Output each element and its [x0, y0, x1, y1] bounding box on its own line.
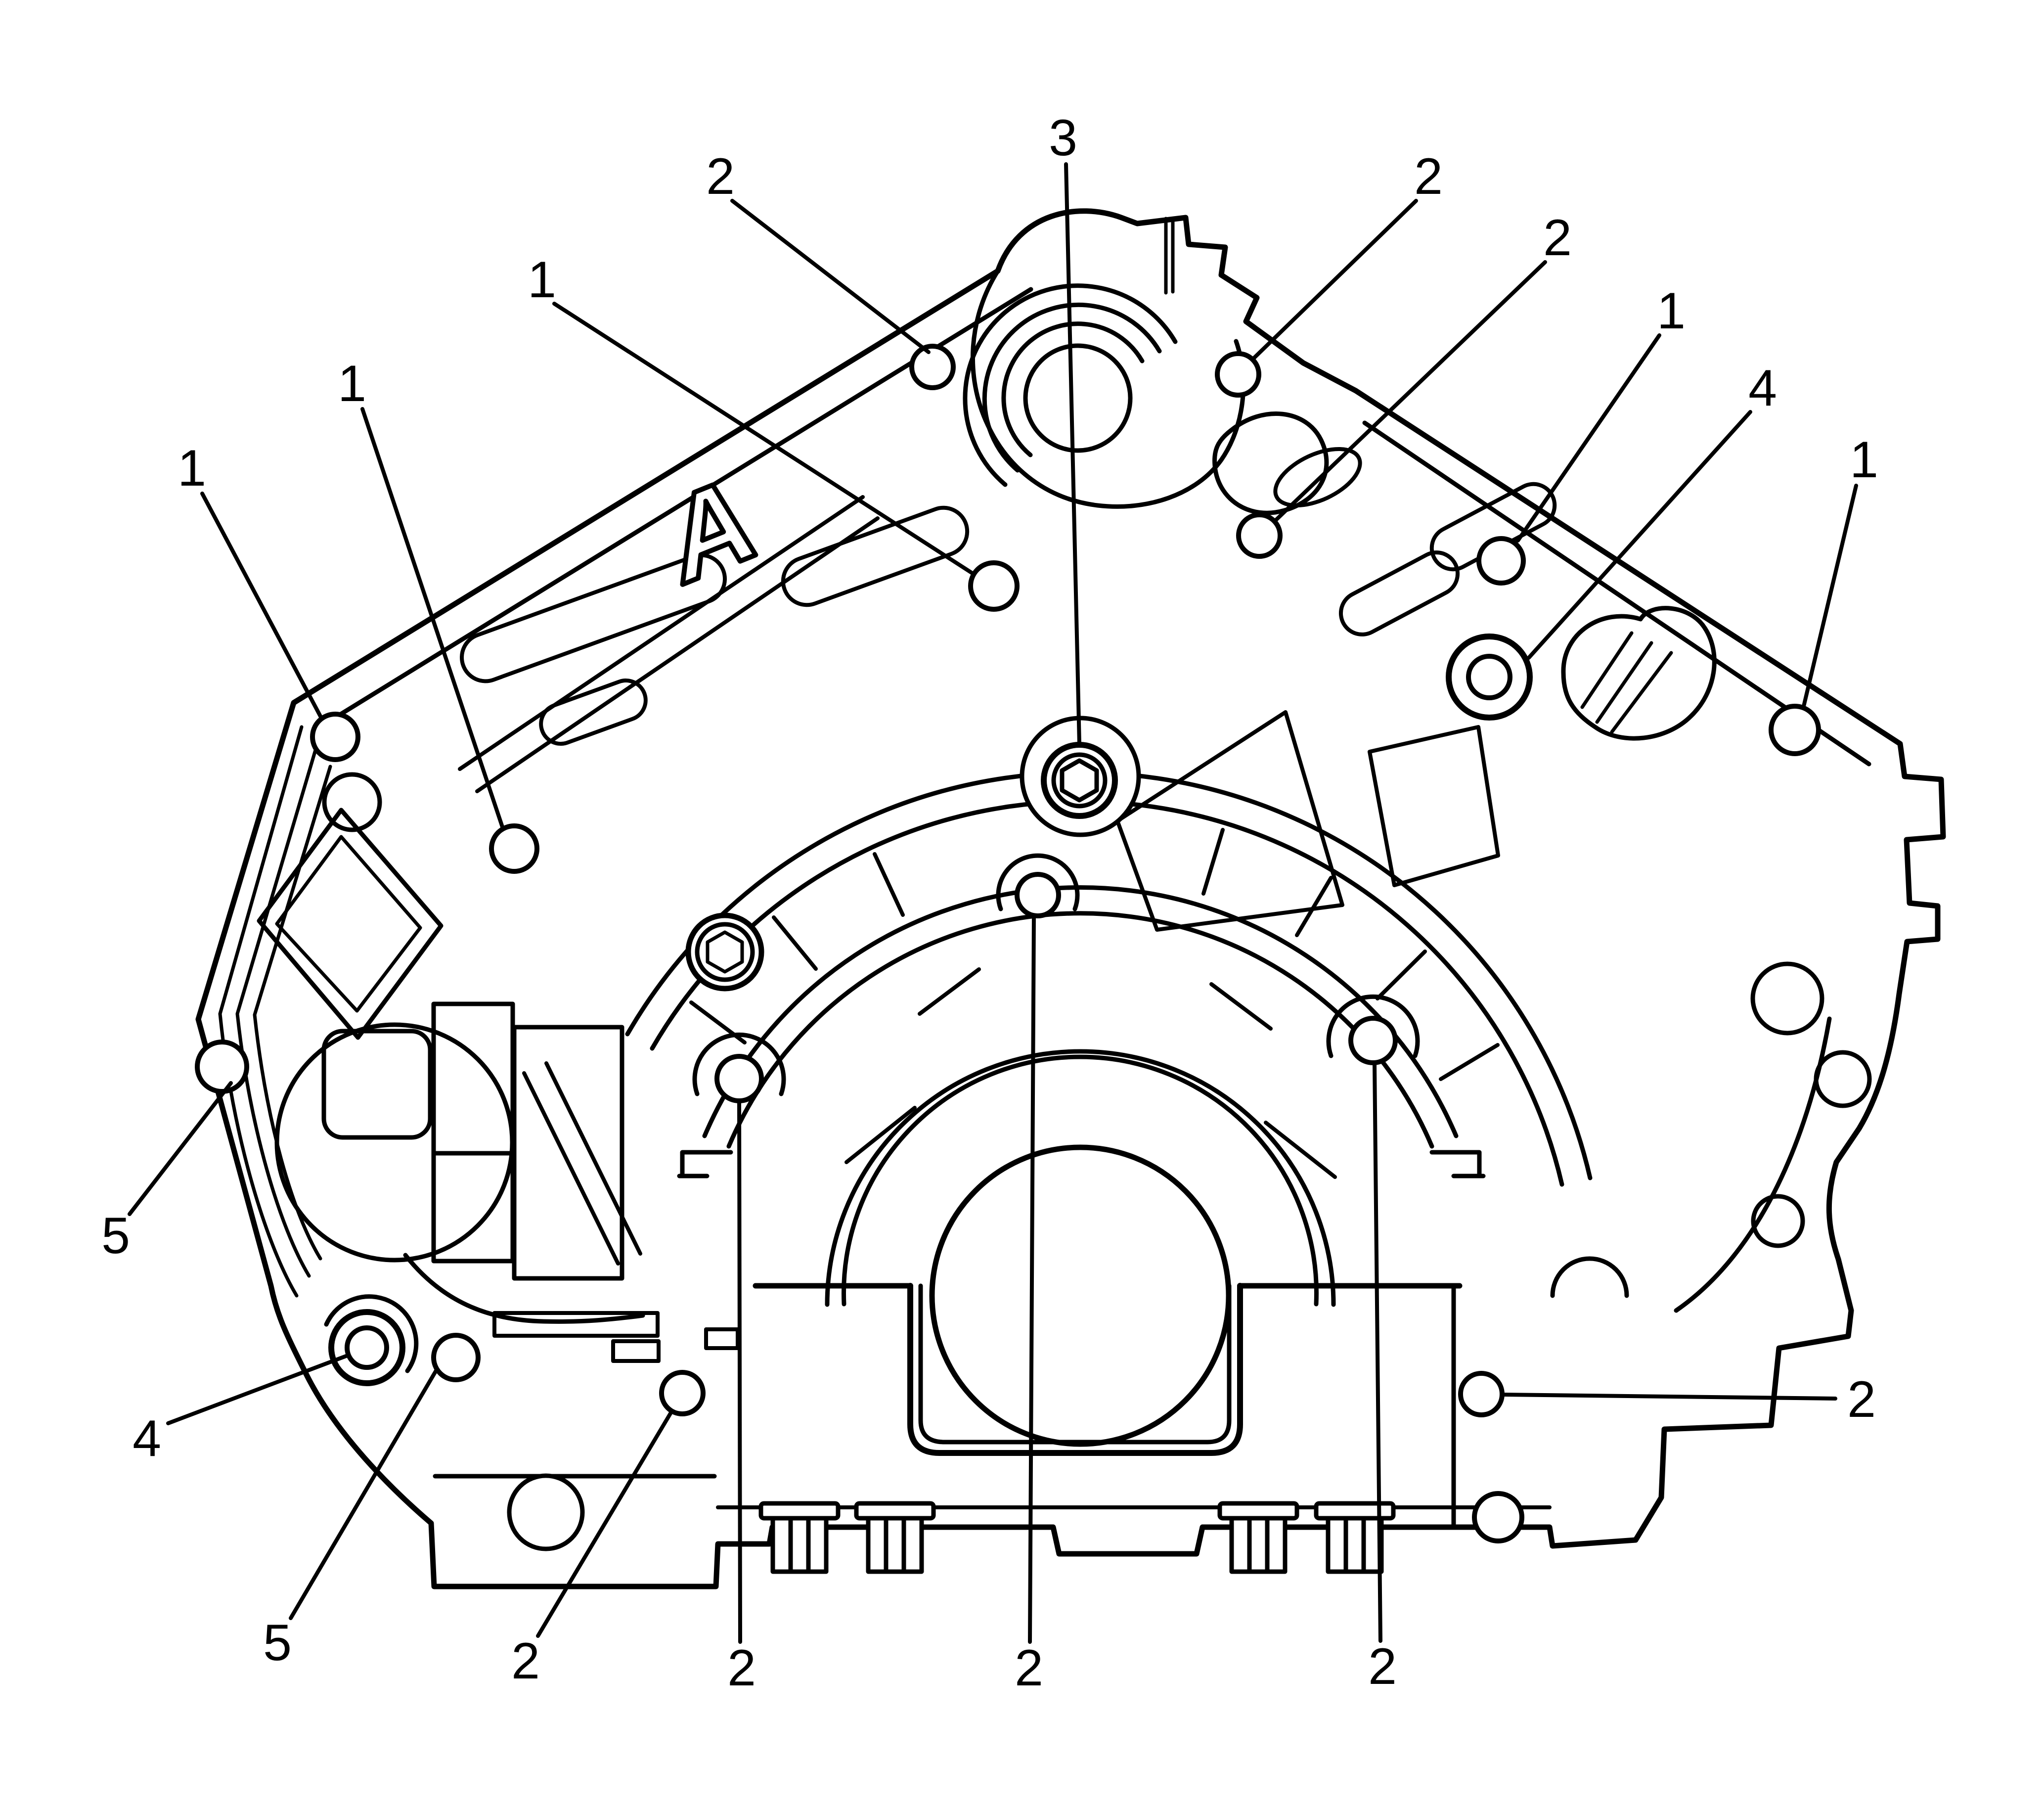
hex-bolt	[1314, 1501, 1396, 1574]
callout-label-17: 2	[1847, 1371, 1876, 1428]
right-pear-boss	[1561, 606, 1717, 741]
bolt-hole	[1348, 1016, 1398, 1065]
callout-label-4: 1	[528, 251, 556, 309]
callout-leader-3	[1274, 260, 1547, 522]
hex-boss	[685, 912, 764, 992]
callout-leader-11	[166, 1354, 348, 1425]
lower-left-flange	[274, 1001, 740, 1363]
callout-leader-5	[1516, 333, 1661, 543]
callout-leader-2	[1250, 199, 1418, 362]
bolt-hex-socket	[1060, 758, 1099, 803]
dome-side-boss	[1212, 411, 1329, 515]
hex-bolt	[758, 1501, 841, 1574]
callout-label-1: 3	[1049, 109, 1077, 167]
callout-label-0: 2	[706, 148, 735, 205]
callout-label-6: 4	[1748, 360, 1777, 417]
bolt-hole	[968, 560, 1020, 612]
bearing-cap-inner	[918, 1283, 1232, 1445]
callout-leader-8	[360, 407, 504, 829]
bolt-hole	[909, 344, 956, 390]
callout-leader-7	[1802, 484, 1858, 708]
bolt-holes	[195, 344, 1821, 1543]
callout-layer: 2 3 2 2 1 1 4 1 1 1 5 4 5 2 2 2 2 2	[101, 109, 1878, 1697]
bolt-hole	[1458, 1371, 1505, 1417]
callout-label-16: 2	[1368, 1638, 1397, 1695]
callout-label-11: 4	[133, 1410, 161, 1467]
dowel-ring-right	[1446, 634, 1533, 721]
bolt-hole	[714, 1054, 764, 1103]
callout-leader-0	[730, 199, 931, 354]
panel-quad-right	[1368, 725, 1500, 887]
callout-label-12: 5	[263, 1614, 292, 1672]
callout-label-7: 1	[1850, 431, 1878, 489]
callout-label-5: 1	[1657, 282, 1686, 340]
callout-leader-15	[1028, 914, 1036, 1644]
top-dome	[963, 217, 1329, 515]
bolt-hole	[489, 823, 539, 874]
bolt-hole	[1236, 512, 1283, 559]
webbing	[458, 447, 1557, 932]
callout-leader-13	[536, 1409, 674, 1638]
panel-quad-left	[1115, 710, 1344, 932]
bolt-hole	[1476, 536, 1526, 586]
callout-label-14: 2	[727, 1639, 756, 1697]
pan-bolts	[758, 1501, 1396, 1574]
callout-label-10: 5	[101, 1207, 130, 1265]
callout-leader-17	[1501, 1393, 1837, 1401]
callout-leader-12	[289, 1367, 439, 1620]
crank-bore-and-cap	[716, 1144, 1552, 1509]
bolt-hole	[659, 1370, 706, 1416]
callout-leader-10	[128, 1081, 233, 1216]
callout-leader-14	[737, 1099, 742, 1644]
callout-label-8: 1	[338, 355, 366, 412]
bolt-hole	[195, 1040, 249, 1094]
bolt-hole	[1472, 1491, 1524, 1543]
callout-label-13: 2	[511, 1632, 540, 1690]
bolt-hole	[431, 1333, 481, 1382]
callout-leader-9	[200, 492, 323, 720]
callout-label-3: 2	[1543, 209, 1572, 267]
bolt-hole	[310, 712, 360, 762]
hex-bolt	[854, 1501, 936, 1574]
bell-housing-arcs	[625, 770, 1593, 1307]
dowel-rings	[324, 634, 1533, 1386]
bolt-hole	[1769, 704, 1821, 756]
callout-label-2: 2	[1414, 148, 1443, 205]
callout-label-9: 1	[178, 440, 206, 497]
callout-leader-6	[1527, 410, 1752, 660]
callout-leader-16	[1373, 1061, 1382, 1643]
bolt-hole	[1215, 351, 1261, 398]
center-bolt-boss	[1020, 716, 1141, 837]
bearing-cap-outer	[907, 1283, 1243, 1456]
callout-leader-1	[1064, 162, 1081, 746]
crank-bore	[929, 1144, 1232, 1447]
bolt-hole	[1015, 872, 1061, 918]
block-outline	[195, 208, 1946, 1589]
callout-label-15: 2	[1015, 1639, 1043, 1697]
callout-leader-4	[552, 302, 975, 576]
right-side-features	[1451, 606, 1872, 1529]
dowel-ring-left	[328, 1309, 405, 1386]
hex-bolt	[1217, 1501, 1299, 1574]
feet-details	[433, 1473, 717, 1551]
roof-inner-lines	[324, 287, 1871, 767]
